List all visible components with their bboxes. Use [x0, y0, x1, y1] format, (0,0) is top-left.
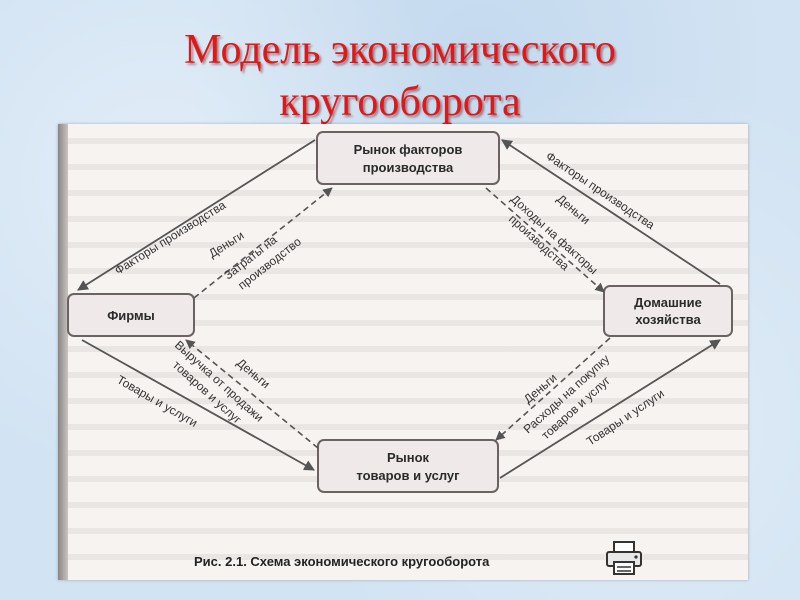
slide-title-line-1: Модель экономического: [184, 27, 616, 73]
node-goods-market-line-2: товаров и услуг: [356, 468, 460, 483]
slide-title: Модель экономического кругооборота: [60, 24, 740, 128]
textbook-page-photo: [58, 124, 748, 580]
arrow-bl-inner: [185, 339, 319, 449]
node-factor-market-line-2: производства: [363, 160, 454, 175]
arrow-tr-outer: [501, 139, 721, 285]
arrow-tr-inner: [485, 187, 605, 293]
node-firms: [67, 293, 195, 337]
arrow-tl-outer: [77, 139, 316, 291]
label-tl-outer: Факторы производства: [112, 198, 228, 278]
faded-text-lines: [58, 124, 748, 580]
node-factor-market: [316, 131, 500, 185]
label-tr-outer: Факторы производства: [543, 149, 657, 232]
label-bl-money: Деньги: [234, 356, 273, 392]
arrow-br-inner: [495, 337, 611, 441]
arrow-bl-outer: [81, 339, 315, 471]
node-households-line-1: Домашние: [634, 295, 702, 310]
node-goods-market: [317, 439, 499, 493]
figure-caption: Рис. 2.1. Схема экономического кругообор…: [194, 554, 490, 569]
slide-title-line-2: кругооборота: [279, 79, 521, 125]
node-factor-market-line-1: Рынок факторов: [354, 142, 463, 157]
arrow-br-outer: [499, 339, 721, 479]
node-households: [603, 285, 733, 337]
node-firms-label: Фирмы: [107, 308, 155, 323]
node-goods-market-line-1: Рынок: [387, 450, 430, 465]
printer-icon[interactable]: [604, 540, 644, 576]
node-households-line-2: хозяйства: [635, 312, 701, 327]
page-binding-edge: [58, 124, 68, 580]
